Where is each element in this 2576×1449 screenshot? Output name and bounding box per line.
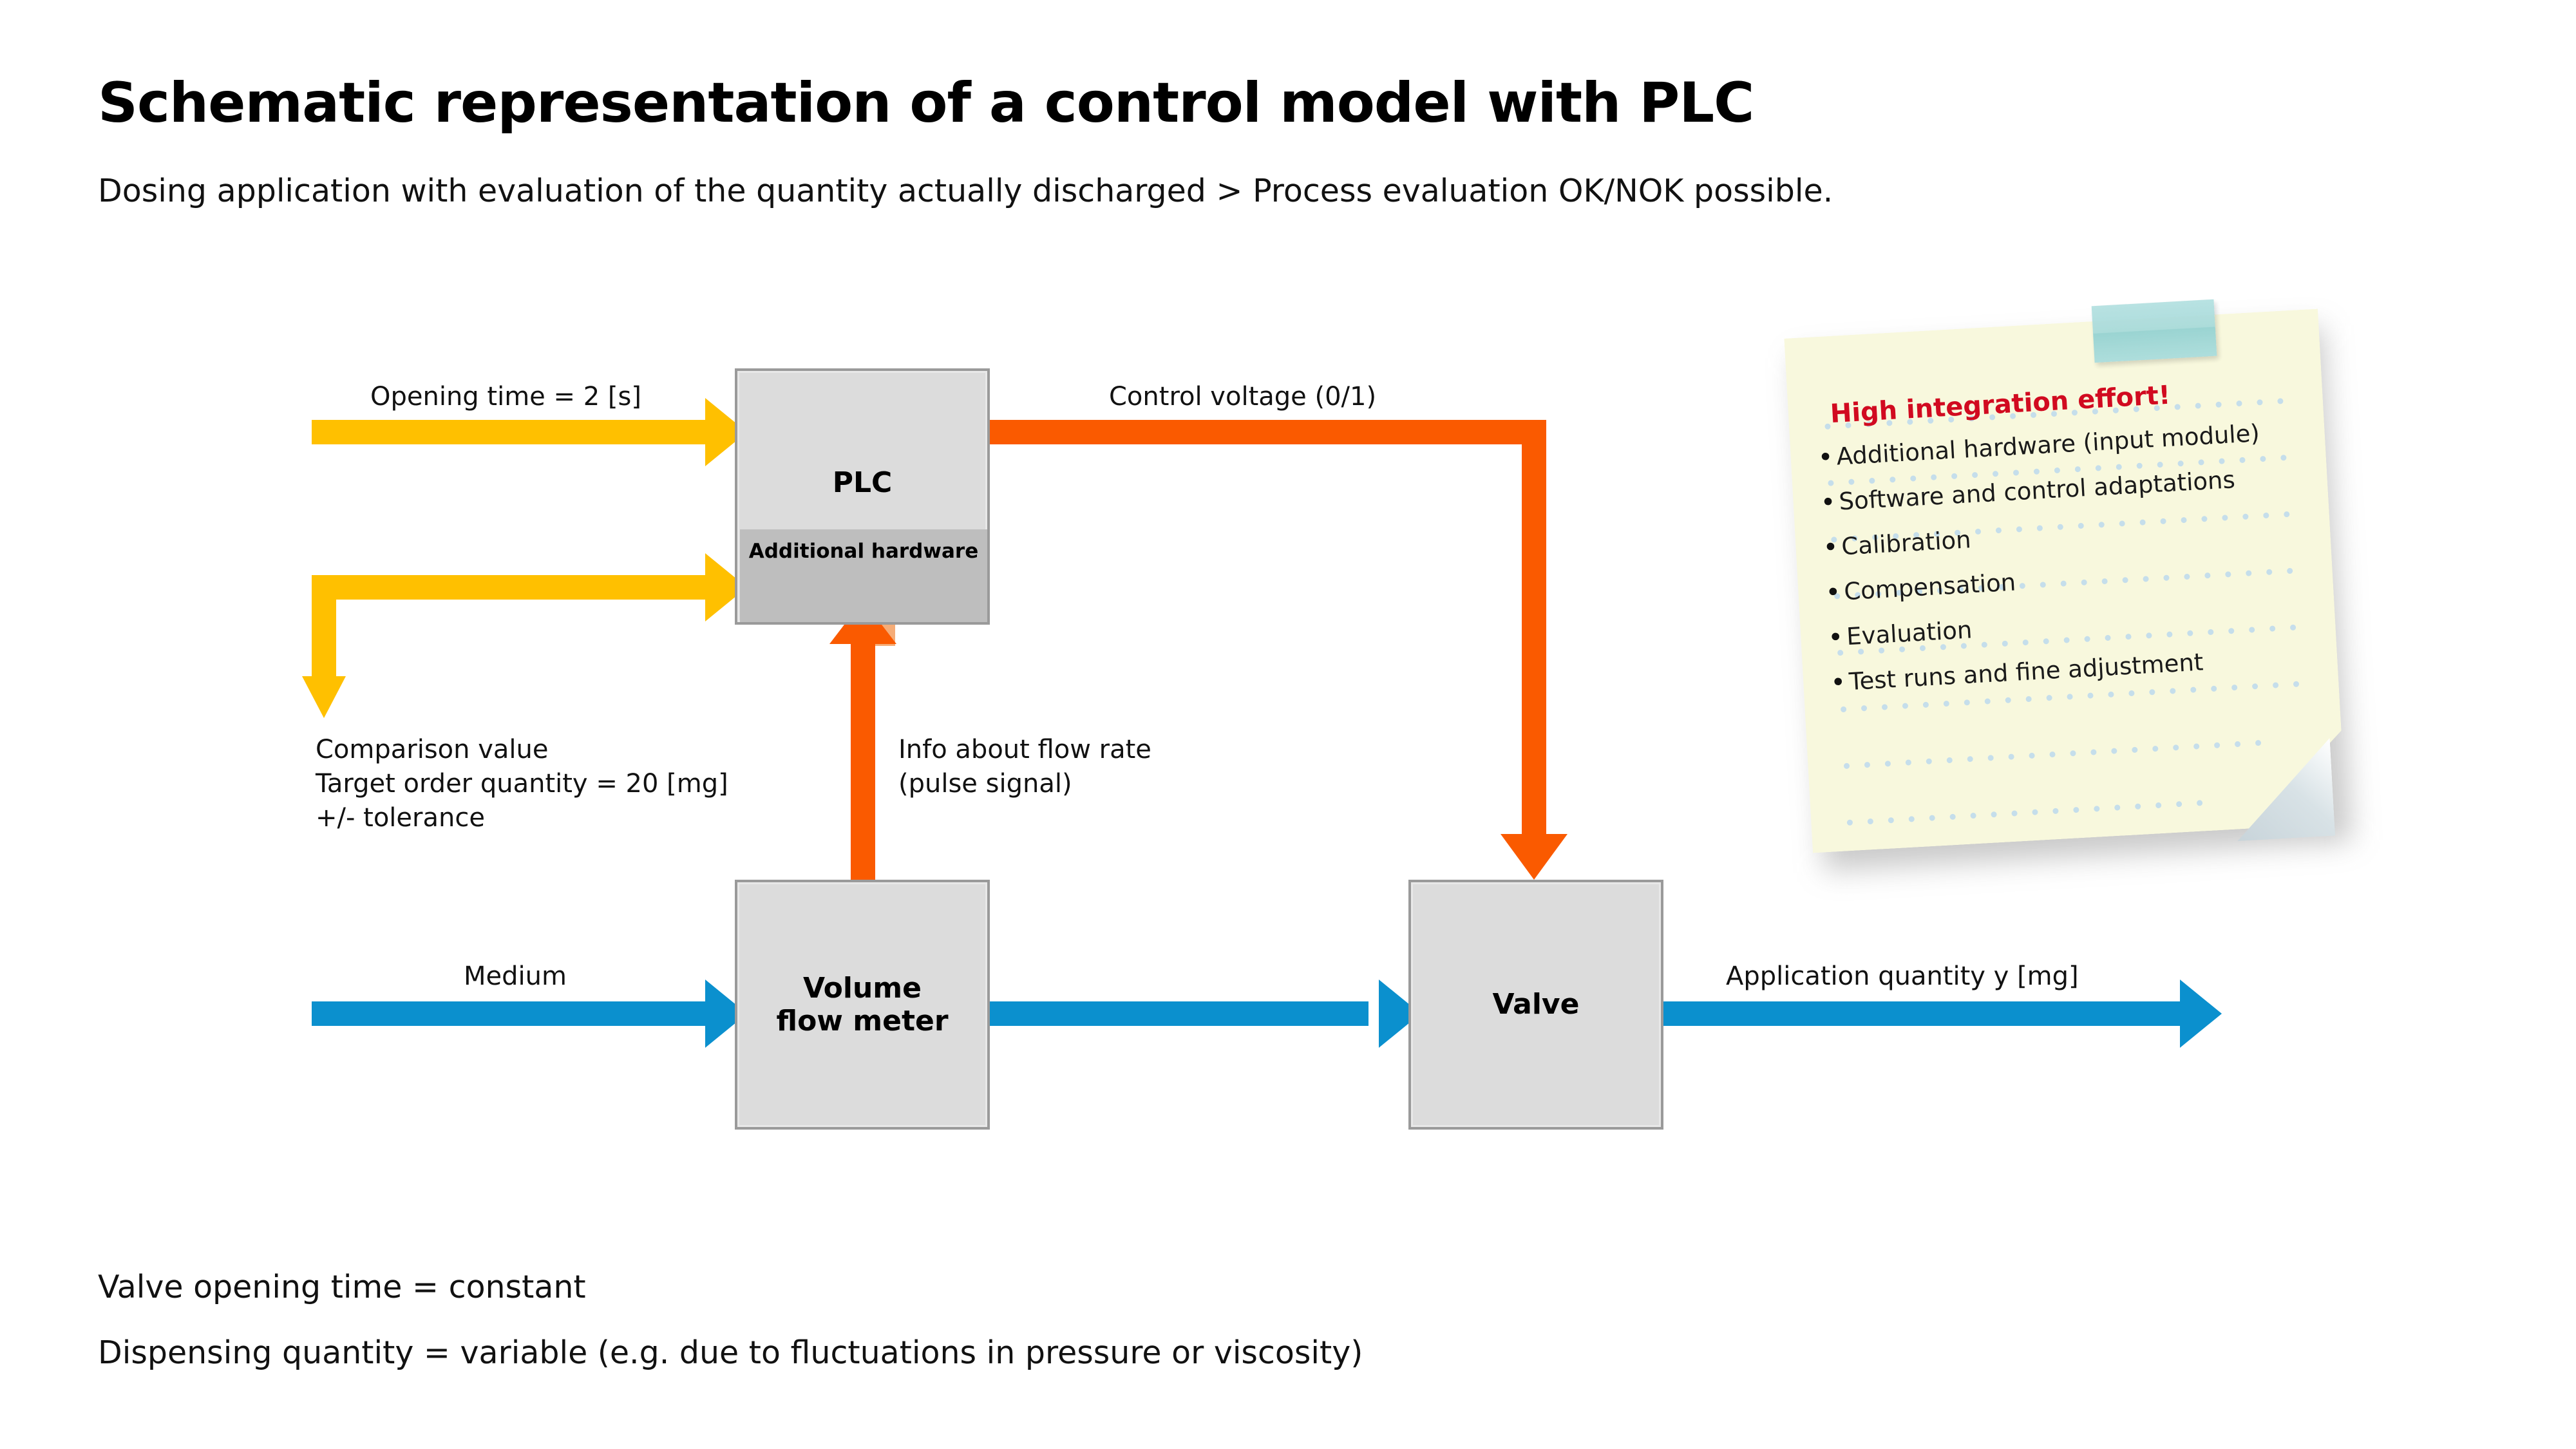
valve-label: Valve	[1492, 988, 1580, 1021]
list-item-label: Additional hardware (input module)	[1835, 419, 2260, 471]
list-item: • Evaluation	[1824, 597, 2314, 652]
bullet-icon: •	[1822, 532, 1839, 564]
list-item-label: Evaluation	[1846, 616, 1973, 651]
list-item: • Test runs and fine adjustment	[1826, 642, 2316, 697]
footer-line-2: Dispensing quantity = variable (e.g. due…	[98, 1334, 1363, 1371]
sticky-note-tape	[2091, 299, 2217, 363]
list-item: • Compensation	[1821, 552, 2311, 607]
blue-arrow-meter-to-valve	[990, 980, 1421, 1048]
label-comparison-value: Comparison value Target order quantity =…	[316, 735, 728, 833]
sticky-note-ruling	[1784, 308, 2346, 853]
label-info-flow-rate: Info about flow rate (pulse signal)	[898, 735, 1151, 799]
sticky-note: High integration effort! • Additional ha…	[1784, 299, 2396, 902]
list-item: • Calibration	[1819, 507, 2309, 564]
list-item-label: Calibration	[1841, 526, 1972, 561]
bullet-icon: •	[1830, 667, 1847, 698]
list-item-label: Software and control adaptations	[1838, 466, 2236, 516]
block-volume-flow-meter[interactable]: Volume flow meter	[735, 880, 990, 1130]
bullet-icon: •	[1817, 442, 1834, 473]
plc-additional-hardware-label: Additional hardware	[748, 540, 979, 563]
plc-additional-hardware-section[interactable]: Additional hardware	[740, 529, 987, 622]
bullet-icon: •	[1824, 577, 1842, 608]
list-item-label: Compensation	[1843, 568, 2017, 606]
list-item: • Software and control adaptations	[1816, 462, 2306, 518]
page-title: Schematic representation of a control mo…	[98, 71, 1754, 135]
orange-arrow-control-voltage	[990, 420, 1567, 880]
page-subtitle: Dosing application with evaluation of th…	[98, 173, 1833, 209]
label-control-voltage: Control voltage (0/1)	[1109, 382, 1377, 412]
block-valve[interactable]: Valve	[1408, 880, 1663, 1130]
block-plc[interactable]: PLC Additional hardware	[735, 368, 990, 625]
label-opening-time: Opening time = 2 [s]	[370, 382, 641, 412]
bullet-icon: •	[1827, 622, 1844, 653]
bullet-icon: •	[1819, 487, 1837, 518]
plc-label: PLC	[832, 466, 893, 499]
list-item-label: Test runs and fine adjustment	[1848, 648, 2204, 696]
footer-line-1: Valve opening time = constant	[98, 1269, 586, 1305]
volume-flow-meter-label: Volume flow meter	[776, 971, 949, 1037]
yellow-arrow-comparison-value	[302, 553, 747, 718]
sticky-note-paper	[1784, 308, 2346, 853]
label-application-quantity: Application quantity y [mg]	[1726, 961, 2079, 991]
orange-arrow-pulse-signal	[829, 600, 896, 880]
label-medium: Medium	[464, 961, 567, 991]
sticky-note-content: High integration effort! • Additional ha…	[1812, 373, 2324, 811]
